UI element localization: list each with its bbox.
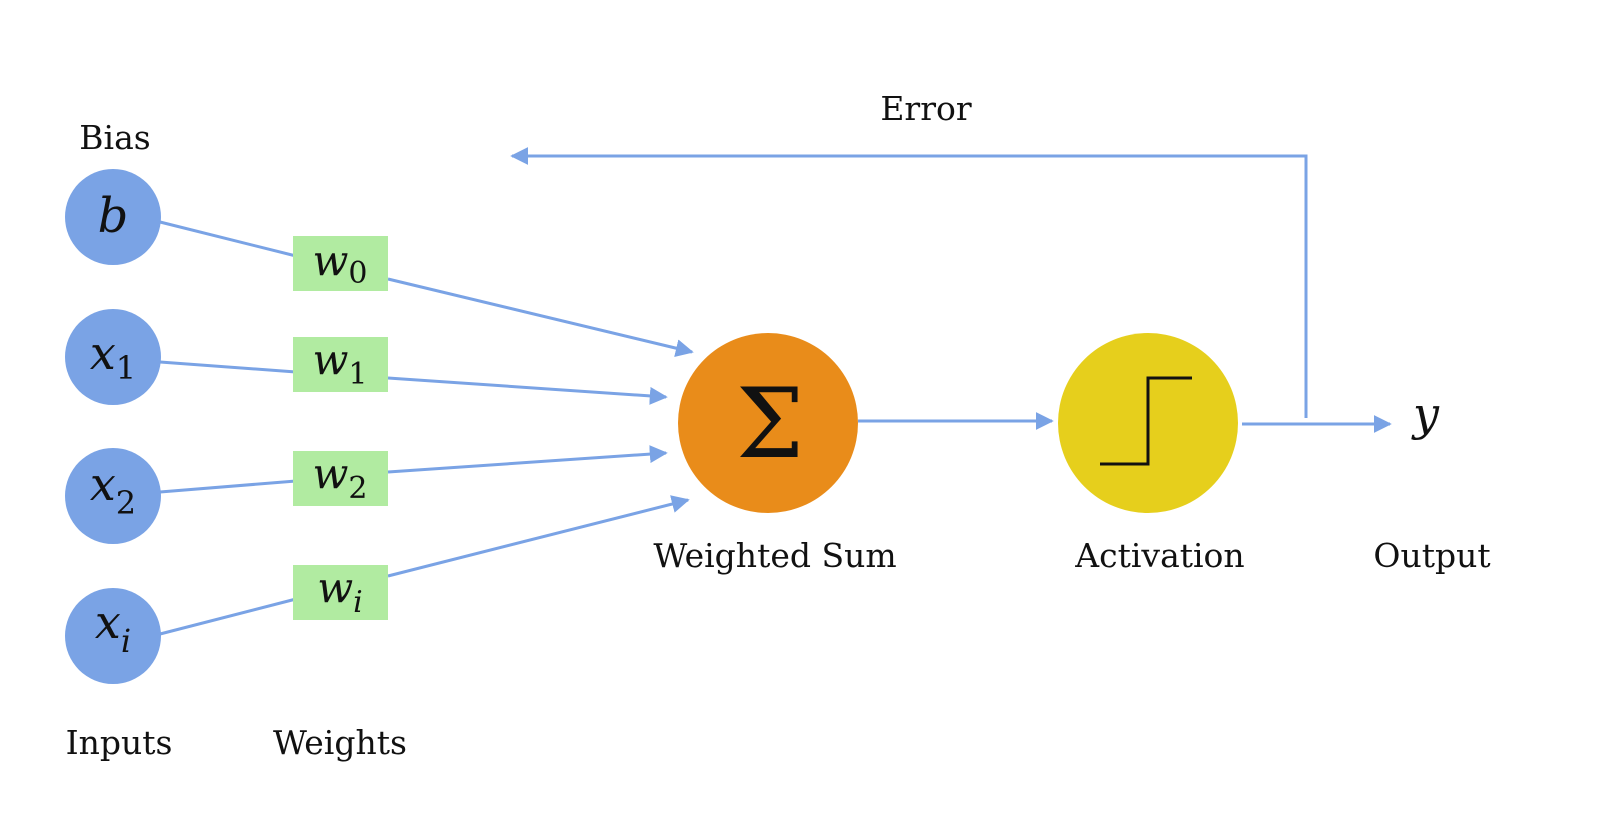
input-node-circle [65,309,161,405]
weight-box-w1: w1 [293,335,388,392]
edge-b-w0 [159,220,297,258]
weight-box-w2: w2 [293,449,388,506]
weight-label: w2 [312,449,367,506]
weight-rect [293,337,388,392]
input-node-xi: xi [65,588,161,684]
weight-rect [293,451,388,506]
activation-label: Activation [1074,536,1244,575]
output-label: Output [1373,536,1490,575]
weight-label: w1 [312,335,367,392]
step-function-icon [1100,376,1192,466]
inputs-label: Inputs [66,723,173,762]
weighted-sum-node: Σ [678,333,858,513]
input-node-x2: x2 [65,448,161,544]
edge-wi-sum [387,495,690,578]
input-node-b: b [65,169,161,265]
weights-label: Weights [273,723,407,762]
input-node-circle [65,588,161,684]
output-symbol: y [1411,387,1440,441]
edge-w1-sum [387,376,668,405]
error-feedback-arrow [510,147,1308,418]
weight-box-w0: w0 [293,236,388,291]
weight-sum-edges [387,277,694,578]
bias-label: Bias [79,118,150,157]
input-weight-edges [159,220,297,636]
sum-circle [678,333,858,513]
input-node-circle [65,169,161,265]
weight-label: wi [317,563,363,620]
edge-w0-sum [387,277,694,357]
weight-box-wi: wi [293,563,388,620]
input-label: x1 [90,326,136,387]
weight-rect [293,565,388,620]
weight-label: w0 [312,236,367,291]
edge-w2-sum [387,445,668,474]
error-label: Error [880,89,972,128]
sigma-icon: Σ [736,368,804,480]
edge-x1-w1 [159,360,297,374]
input-node-x1: x1 [65,309,161,405]
edge-xi-wi [159,597,297,636]
input-label: xi [95,595,131,660]
input-symbol: b [98,188,129,244]
activation-node [1058,333,1238,513]
weight-rect [293,236,388,291]
weighted-sum-label: Weighted Sum [653,536,896,575]
input-label: x2 [90,457,136,522]
edge-x2-w2 [159,479,297,494]
input-node-circle [65,448,161,544]
